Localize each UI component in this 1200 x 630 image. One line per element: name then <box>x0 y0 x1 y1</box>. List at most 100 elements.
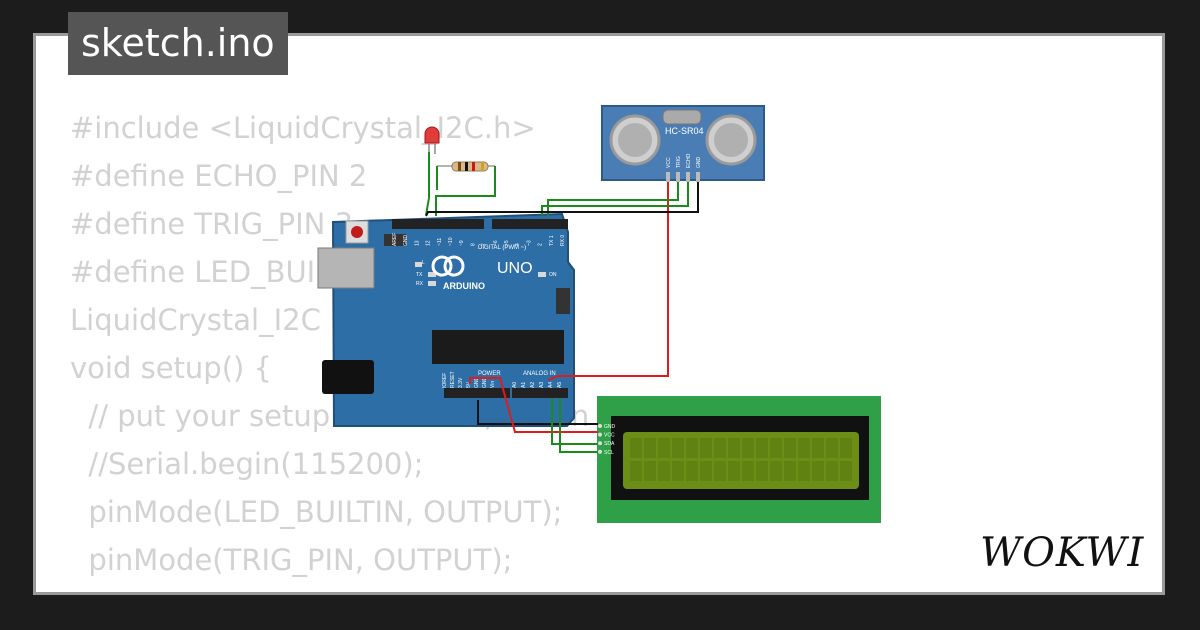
resistor[interactable] <box>437 161 495 172</box>
digital-pin-label: ~6 <box>493 240 499 246</box>
lcd-pin-label: GND <box>604 424 616 430</box>
led-tx-label: TX <box>416 272 423 278</box>
digital-pin-label: 2 <box>538 243 544 246</box>
digital-label: DIGITAL (PWM ~) <box>478 245 526 251</box>
lcd-character-cell <box>700 438 712 458</box>
led-rx-label: RX <box>416 281 424 287</box>
lcd-character-cell <box>770 461 782 481</box>
power-pin-label: 5V <box>466 381 472 388</box>
wire-led-gnd <box>425 152 430 216</box>
lcd-pin-label: SCL <box>604 450 614 456</box>
lcd-character-cell <box>742 438 754 458</box>
transducer-right-mesh-icon <box>714 123 748 157</box>
digital-pin-label: RX 0 <box>560 235 566 246</box>
lcd-character-cell <box>756 461 768 481</box>
lcd-pin-dot <box>598 424 602 428</box>
file-tab[interactable]: sketch.ino <box>68 12 288 75</box>
code-line: #include <LiquidCrystal_I2C.h> <box>70 111 536 145</box>
power-header <box>444 388 510 398</box>
lcd-character-cell <box>630 438 642 458</box>
led-rx-icon <box>428 281 436 286</box>
lcd-character-cell <box>812 438 824 458</box>
led-on-icon <box>538 272 546 277</box>
code-line: pinMode(ECHO_PIN, INPUT); <box>70 584 678 592</box>
power-pin-label: 3.3V <box>458 377 464 388</box>
code-line: #define TRIG_PIN 3 <box>70 207 354 241</box>
digital-pin-label: ~3 <box>526 240 532 246</box>
analog-header <box>512 388 568 398</box>
code-line: void setup() { <box>70 351 272 385</box>
digital-header-right <box>492 219 568 229</box>
digital-pin-label: 4 <box>515 243 521 246</box>
sensor-pin-label: TRIG <box>676 156 682 168</box>
led-l-icon <box>415 262 422 267</box>
wire-sensor-vcc <box>547 182 669 381</box>
lcd-character-cell <box>826 438 838 458</box>
sensor-pin-label: VCC <box>666 157 672 168</box>
sensor-pin-label: ECHO <box>686 153 692 168</box>
digital-pin-label: AREF <box>392 233 398 246</box>
wokwi-logo: WOKWI <box>980 530 1144 576</box>
lcd-character-cell <box>798 461 810 481</box>
lcd-character-cell <box>630 461 642 481</box>
digital-pin-label: 8 <box>470 243 476 246</box>
analog-pin-label: A3 <box>539 382 545 388</box>
digital-pin-label: ~9 <box>459 240 465 246</box>
analog-pin-label: A5 <box>557 382 563 388</box>
arduino-uno-board[interactable]: UNO ARDUINO DIGITAL (PWM ~) POWER ANALOG… <box>317 212 575 427</box>
digital-pin-label: TX 1 <box>549 235 555 246</box>
lcd-pin-dot <box>598 432 602 437</box>
power-pin-label: RESET <box>450 371 456 388</box>
board-model: UNO <box>497 260 533 277</box>
wire-lcd-scl <box>559 398 598 453</box>
icsp-header-icon <box>384 234 406 246</box>
sensor-pin-label: GND <box>696 157 702 169</box>
usb-port-icon <box>317 247 375 289</box>
lcd-character-cell <box>644 461 656 481</box>
lcd-character-cell <box>756 438 768 458</box>
lcd-character-cell <box>812 461 824 481</box>
lcd-character-cell <box>840 461 852 481</box>
atmega-chip-icon <box>432 330 564 364</box>
led-on-label: ON <box>549 272 557 278</box>
lcd-pin-label: SDA <box>604 441 615 447</box>
digital-pin-label: 12 <box>426 240 432 246</box>
analog-pin-label: A1 <box>521 382 527 388</box>
lcd-character-cell <box>672 438 684 458</box>
lcd-character-cell <box>840 438 852 458</box>
lcd-character-grid <box>630 438 852 481</box>
lcd-pin-dot <box>598 441 602 446</box>
lcd-character-cell <box>714 438 726 458</box>
wire-sensor-trig <box>547 182 679 216</box>
lcd-character-cell <box>714 461 726 481</box>
analog-pin-label: A0 <box>512 382 518 388</box>
lcd-character-cell <box>686 461 698 481</box>
lcd-character-cell <box>826 461 838 481</box>
lcd-character-cell <box>686 438 698 458</box>
code-line: pinMode(TRIG_PIN, OUTPUT); <box>70 543 513 577</box>
lcd-character-cell <box>784 461 796 481</box>
digital-pin-label: 13 <box>414 240 420 246</box>
lcd-character-cell <box>742 461 754 481</box>
lcd-character-cell <box>784 438 796 458</box>
wires <box>425 152 699 453</box>
power-pin-label: IOREF <box>442 373 448 388</box>
led-tx-icon <box>428 272 436 277</box>
power-label: POWER <box>478 371 501 377</box>
crystal-icon <box>662 109 702 125</box>
red-led[interactable] <box>424 126 440 154</box>
lcd-character-cell <box>700 461 712 481</box>
code-line: #define ECHO_PIN 2 <box>70 159 368 193</box>
lcd-character-cell <box>728 438 740 458</box>
wire-lcd-gnd <box>477 400 598 425</box>
led-l-label: L <box>422 260 425 266</box>
lcd-character-cell <box>672 461 684 481</box>
wokwi-logo-text: WOKWI <box>980 530 1144 576</box>
